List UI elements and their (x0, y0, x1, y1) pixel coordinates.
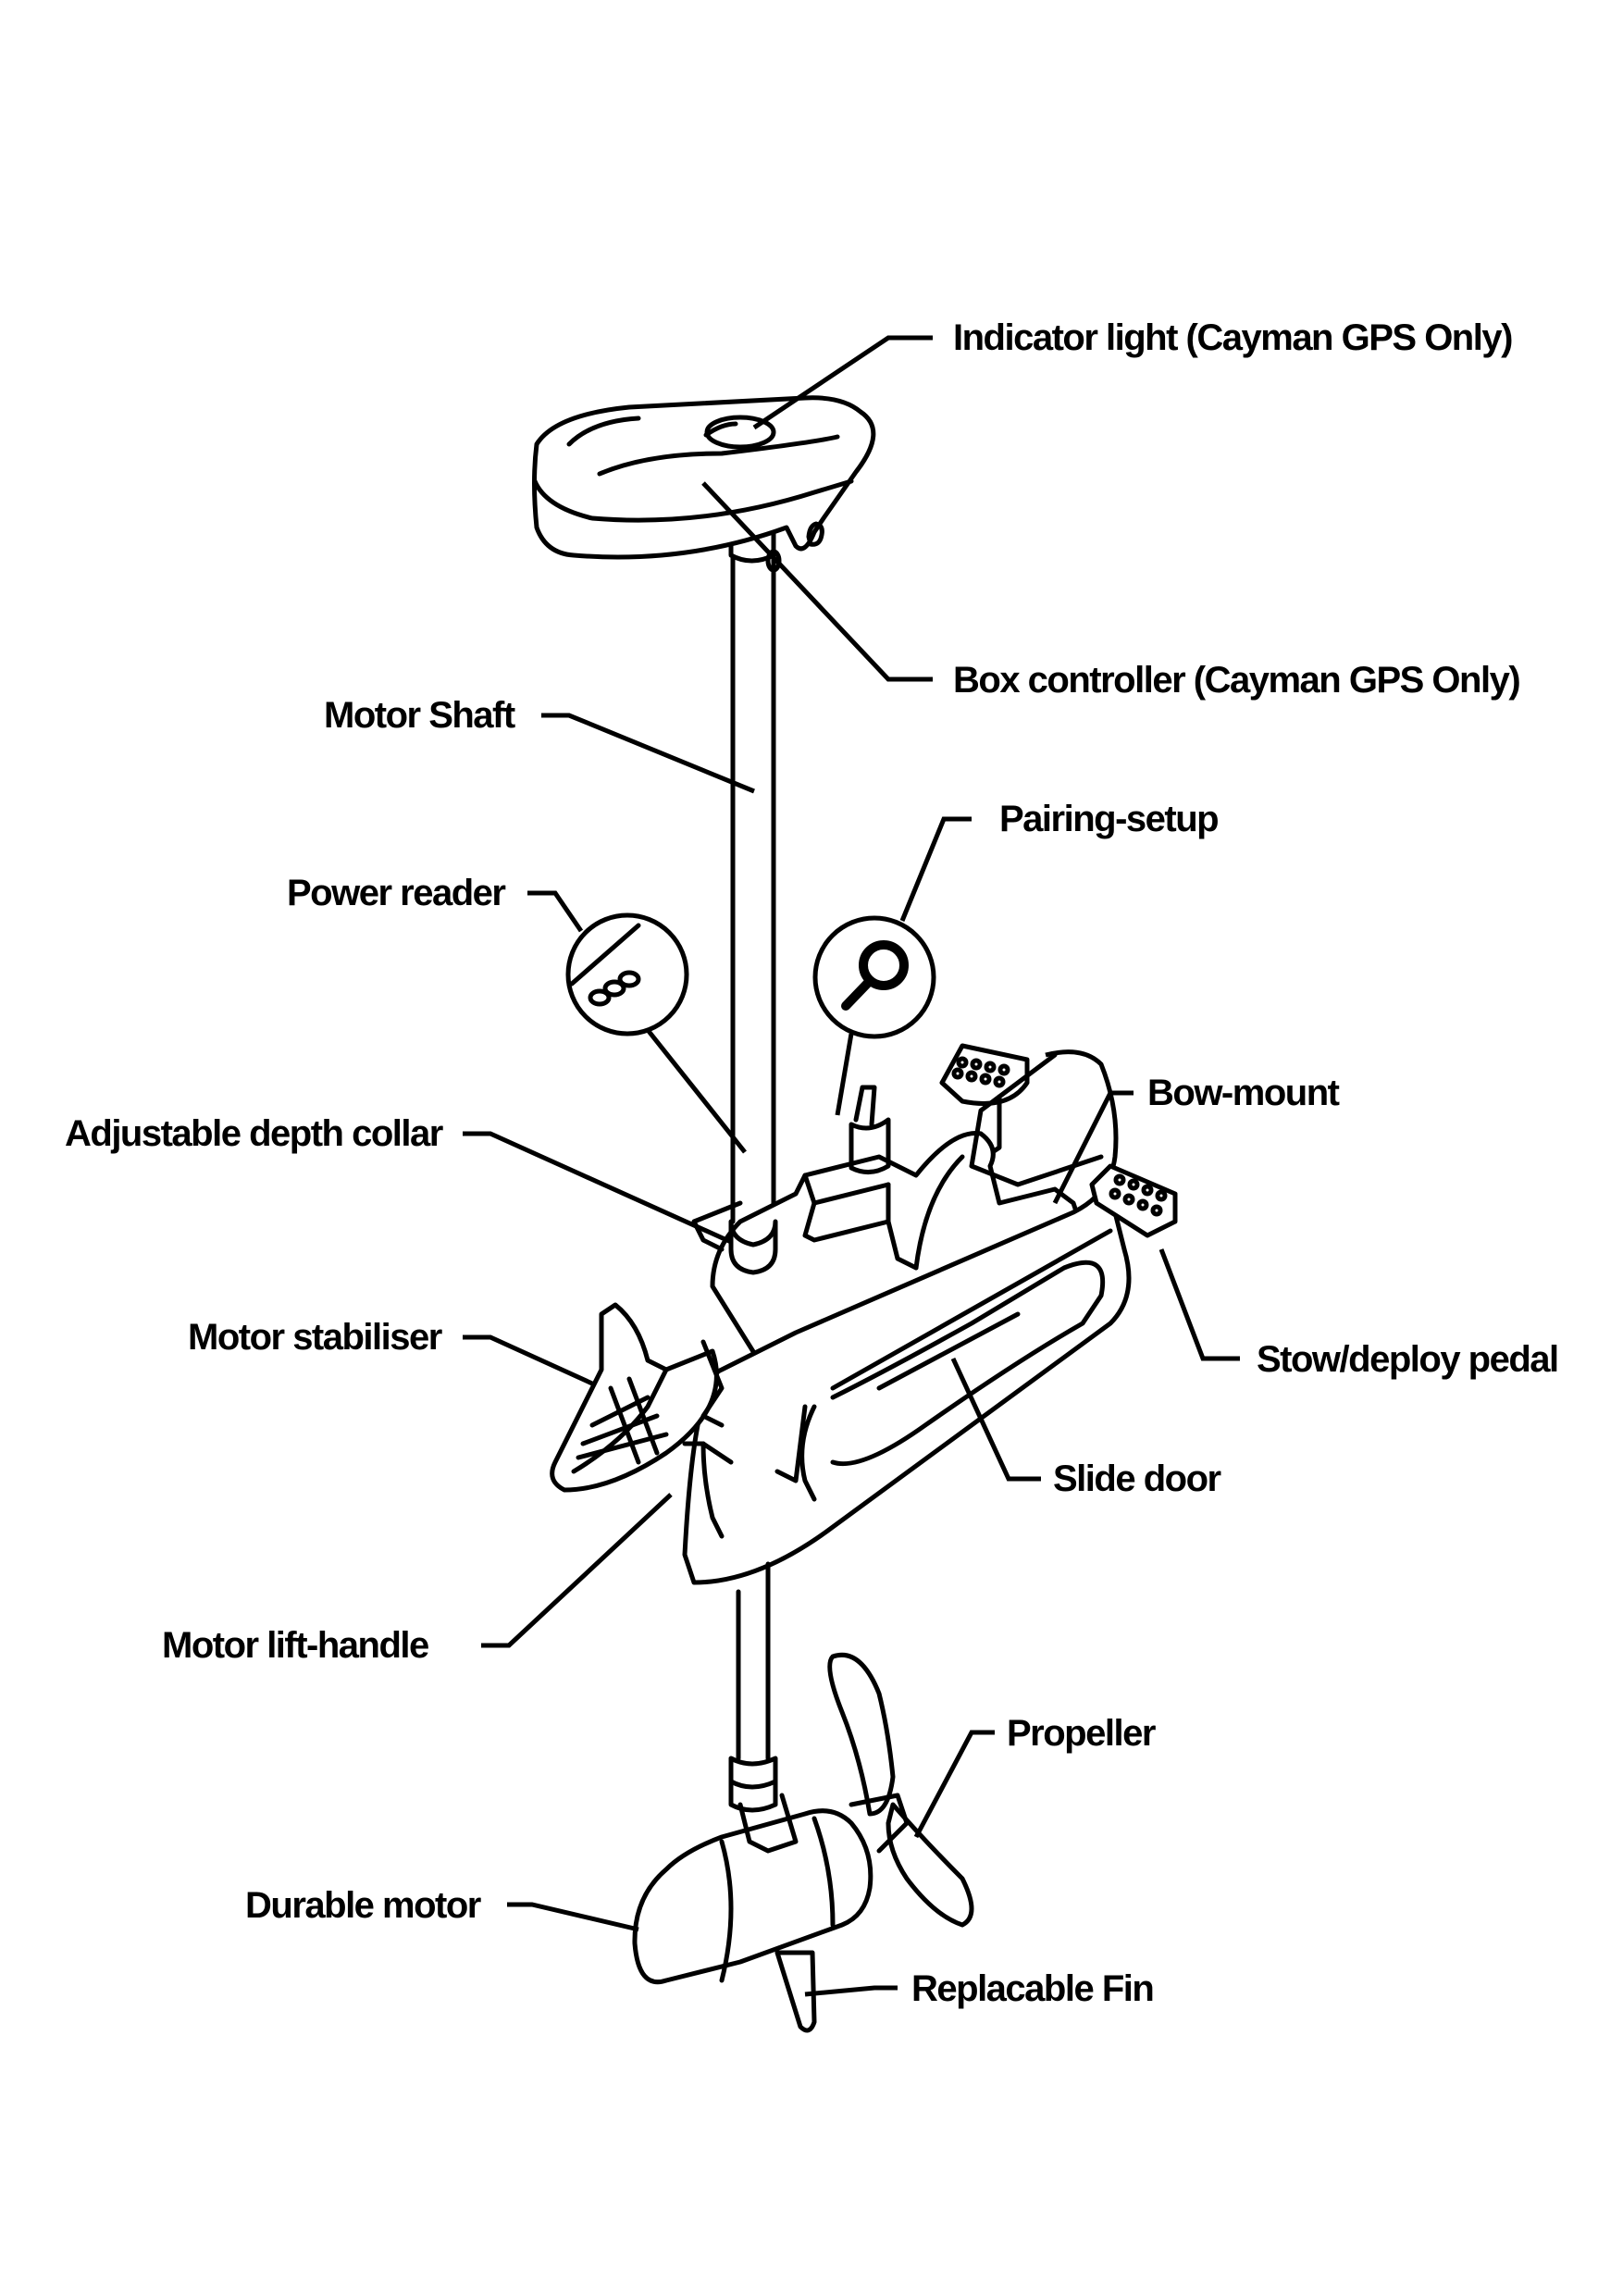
label-bow-mount: Bow-mount (1147, 1073, 1340, 1113)
label-motor-lift-handle: Motor lift-handle (162, 1625, 428, 1666)
pedal-dots-front (1109, 1173, 1168, 1217)
leader-box-controller (701, 481, 933, 682)
label-stow-deploy-pedal: Stow/deploy pedal (1257, 1339, 1558, 1380)
leader-pairing-setup (899, 816, 972, 922)
leader-slide-door (950, 1357, 1041, 1482)
leader-power-reader (527, 890, 584, 933)
label-slide-door: Slide door (1053, 1458, 1221, 1499)
lower-shaft (728, 1561, 778, 1813)
leader-motor-stabiliser (463, 1334, 594, 1386)
label-motor-stabiliser: Motor stabiliser (188, 1317, 442, 1358)
leader-indicator-light (752, 335, 933, 430)
label-durable-motor: Durable motor (245, 1885, 481, 1926)
leader-lines (463, 335, 1240, 1997)
leader-motor-shaft (541, 713, 755, 794)
leader-propeller (913, 1730, 995, 1839)
bow-mount-assembly (550, 1043, 1178, 1585)
leader-adjustable-depth-collar (463, 1131, 733, 1245)
label-adjustable-depth-collar: Adjustable depth collar (65, 1113, 443, 1154)
leader-stow-deploy-pedal (1158, 1248, 1240, 1361)
leader-durable-motor (507, 1902, 639, 1932)
leader-replacable-fin (804, 1985, 898, 1997)
three-dots-indicator-icon (588, 970, 641, 1007)
leader-power-reader-to-shaft (646, 1028, 747, 1154)
leader-pairing-to-base (835, 1033, 854, 1116)
labels: Indicator light (Cayman GPS Only) Box co… (65, 317, 1559, 2009)
motor-illustration (532, 395, 1178, 2033)
label-propeller: Propeller (1007, 1713, 1156, 1754)
label-pairing-setup: Pairing-setup (999, 799, 1218, 839)
propeller (827, 1653, 974, 1928)
label-box-controller: Box controller (Cayman GPS Only) (953, 660, 1519, 701)
label-replacable-fin: Replacable Fin (911, 1968, 1153, 2009)
label-indicator-light: Indicator light (Cayman GPS Only) (953, 317, 1512, 358)
durable-motor (632, 1793, 873, 1984)
leader-motor-lift-handle (481, 1493, 673, 1648)
label-power-reader: Power reader (287, 873, 505, 913)
label-motor-shaft: Motor Shaft (324, 695, 515, 736)
upper-shaft (730, 543, 776, 1224)
pedal-dots-rear (951, 1056, 1010, 1088)
pairing-setup-callout (812, 915, 936, 1039)
box-controller (532, 395, 876, 573)
replacable-fin (774, 1950, 817, 2033)
magnifier-icon (841, 940, 909, 1011)
leader-bow-mount (1052, 1090, 1134, 1205)
power-reader-callout (565, 912, 689, 1036)
